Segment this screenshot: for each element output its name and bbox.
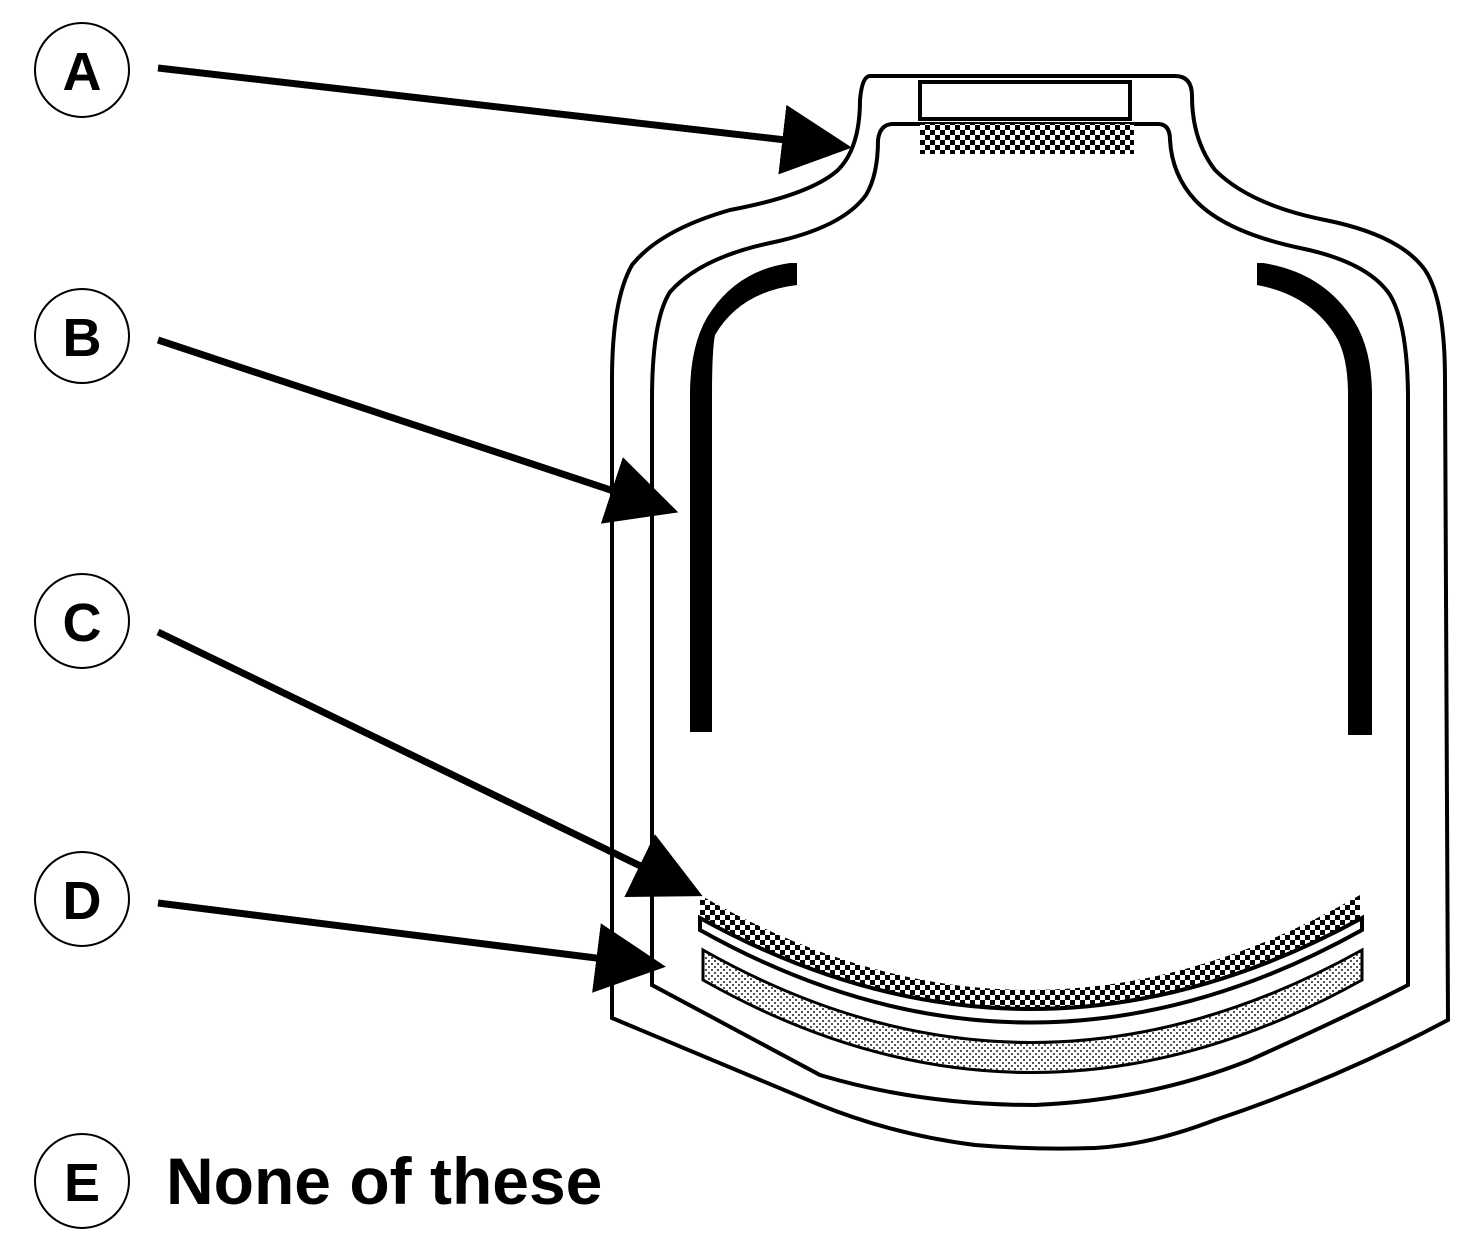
option-e-label: E (64, 1153, 100, 1213)
option-a[interactable]: A (34, 22, 130, 118)
option-a-label: A (63, 42, 102, 102)
option-a-circle (34, 22, 130, 118)
cap-stipple (920, 124, 1134, 154)
cap-slot (918, 80, 1132, 121)
option-b[interactable]: B (34, 288, 130, 384)
option-e-circle (34, 1133, 130, 1229)
option-e-text: None of these (166, 1144, 602, 1218)
option-d[interactable]: D (34, 851, 130, 947)
option-e[interactable]: E None of these (34, 1133, 602, 1229)
light-stipple-band (701, 947, 1364, 1074)
arrow-c (156, 628, 703, 898)
option-c-label: C (63, 593, 102, 653)
arrow-a (157, 64, 852, 175)
arrow-b (156, 336, 679, 524)
curved-layer-line (698, 914, 1364, 1025)
option-d-label: D (63, 871, 102, 931)
left-shield-bar (690, 263, 797, 732)
arrow-d (157, 899, 666, 993)
option-b-label: B (63, 308, 102, 368)
option-c-circle (34, 573, 130, 669)
right-shield-bar (1257, 263, 1372, 735)
outer-wall (610, 74, 1451, 1151)
option-d-circle (34, 851, 130, 947)
inner-wall (650, 122, 1410, 1108)
option-c[interactable]: C (34, 573, 130, 669)
option-b-circle (34, 288, 130, 384)
